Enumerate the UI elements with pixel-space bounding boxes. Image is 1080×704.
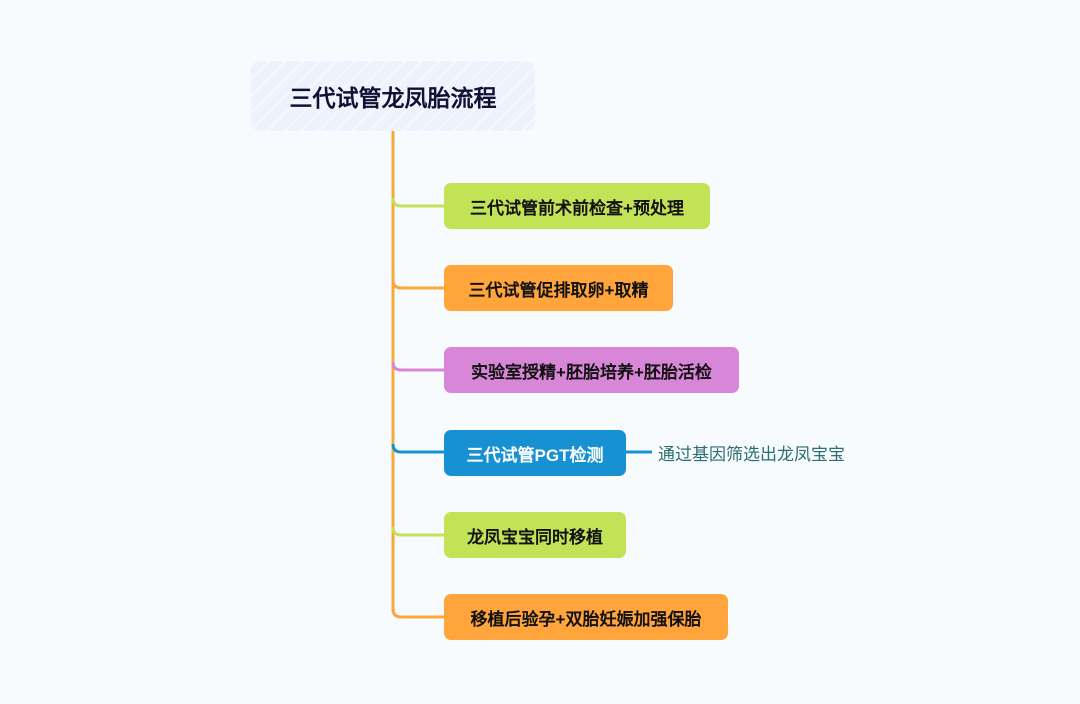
- branch-5: [391, 526, 444, 537]
- step-node[interactable]: 实验室授精+胚胎培养+胚胎活检: [444, 347, 739, 393]
- step-node[interactable]: 龙凤宝宝同时移植: [444, 512, 626, 558]
- step-label: 三代试管前术前检查+预处理: [470, 198, 684, 218]
- branch-1: [391, 197, 444, 208]
- root-title: 三代试管龙凤胎流程: [289, 85, 497, 111]
- step-node[interactable]: 移植后验孕+双胎妊娠加强保胎: [444, 594, 728, 640]
- branch-4: [391, 443, 444, 454]
- step-node[interactable]: 三代试管PGT检测: [444, 430, 626, 476]
- step-label: 龙凤宝宝同时移植: [467, 527, 603, 547]
- step-node[interactable]: 三代试管前术前检查+预处理: [444, 183, 710, 229]
- root-topic[interactable]: 三代试管龙凤胎流程: [251, 61, 535, 131]
- step-label: 移植后验孕+双胎妊娠加强保胎: [470, 609, 702, 629]
- branch-6: [391, 608, 444, 619]
- step-label: 实验室授精+胚胎培养+胚胎活检: [471, 362, 712, 382]
- step-label: 三代试管促排取卵+取精: [468, 280, 649, 300]
- pgt-note[interactable]: 通过基因筛选出龙凤宝宝: [658, 445, 845, 464]
- branch-2: [391, 279, 444, 290]
- step-label: 三代试管PGT检测: [466, 445, 604, 465]
- branch-3: [391, 361, 444, 372]
- step-node[interactable]: 三代试管促排取卵+取精: [444, 265, 673, 311]
